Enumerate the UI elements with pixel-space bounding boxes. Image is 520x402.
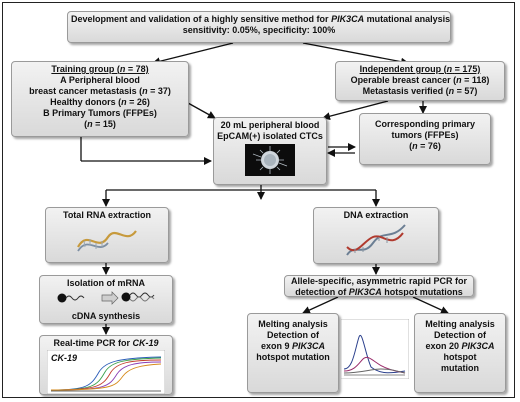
training-b-count: (	[84, 119, 88, 129]
dna-extraction-box: DNA extraction	[313, 207, 439, 264]
title-line1: Development and validation of a highly s…	[71, 14, 329, 24]
rna-label: Total RNA extraction	[62, 210, 151, 220]
arrow-independent-to-ctc	[322, 100, 389, 121]
rna-strand-icon	[77, 230, 137, 252]
primary-tumors-box: Corresponding primary tumors (FFPEs) (n …	[359, 113, 491, 165]
arrow-training-to-ctc	[187, 102, 216, 119]
dna-helix-icon	[346, 224, 406, 256]
melt20-line3: exon 20	[425, 341, 459, 351]
cdna-label: cDNA synthesis	[71, 311, 141, 321]
allele-specific-pcr-box: Allele-specific, asymmetric rapid PCR fo…	[284, 275, 474, 297]
pcr-amplification-curves-icon: CK-19	[46, 349, 166, 394]
melting-exon20-box: Melting analysis Detection of exon 20 PI…	[414, 313, 506, 393]
rna-extraction-box: Total RNA extraction	[45, 207, 169, 263]
allele-line2: detection of	[295, 287, 347, 297]
ctc-line2: EpCAM(+) isolated CTCs	[217, 131, 323, 141]
arrow-title-to-independent	[302, 42, 409, 66]
pcr-gene: CK-19	[132, 338, 159, 348]
title-line2: sensitivity: 0.05%, specificity: 100%	[182, 25, 336, 35]
melt20-line1: Melting analysis	[425, 319, 495, 329]
melt20-gene: PIK3CA	[461, 341, 495, 351]
arrow-allele-to-melt20	[412, 296, 449, 314]
title-gene: PIK3CA	[331, 14, 365, 24]
melt20-line5: mutation	[441, 363, 479, 373]
mrna-label: Isolation of mRNA	[67, 278, 145, 288]
melting-exon9-box: Melting analysis Detection of exon 9 PIK…	[247, 313, 339, 393]
melting-curves-icon	[341, 319, 409, 379]
pcr-box: Real-time PCR for CK-19 CK-19	[39, 335, 173, 395]
primary-count: (	[409, 141, 413, 151]
training-group-box: Training group (n = 78) A Peripheral blo…	[11, 61, 189, 137]
pcr-label: Real-time PCR for	[53, 338, 130, 348]
arrow-title-to-training	[152, 42, 234, 66]
connector-arrows	[80, 42, 449, 335]
independent-group-box: Independent group (n = 175) Operable bre…	[335, 61, 505, 101]
allele-line1: Allele-specific, asymmetric rapid PCR fo…	[290, 276, 468, 286]
independent-heading: Independent group (	[359, 64, 447, 74]
dna-label: DNA extraction	[343, 210, 409, 220]
independent-metastasis: Metastasis verified (	[362, 86, 449, 96]
independent-operable: Operable breast cancer (	[350, 75, 457, 85]
pcr-chart-label: CK-19	[51, 353, 77, 363]
mrna-cdna-schematic-icon	[57, 291, 155, 305]
primary-line2: tumors (FFPEs)	[391, 130, 459, 140]
melt9-line3: exon 9	[260, 341, 290, 351]
mrna-box: Isolation of mRNA cDNA synthesis	[39, 275, 173, 324]
melt9-line1: Melting analysis	[258, 319, 328, 329]
melt20-line2: Detection of	[433, 330, 486, 340]
melt9-gene: PIK3CA	[292, 341, 326, 351]
arrow-allele-to-melt9	[302, 296, 339, 314]
diagram-canvas: Development and validation of a highly s…	[2, 2, 515, 398]
training-a-line2: breast cancer metastasis (	[29, 86, 143, 96]
training-donors: Healthy donors (	[50, 97, 122, 107]
training-a-line1: A Peripheral blood	[60, 75, 140, 85]
allele-gene: PIK3CA	[348, 287, 382, 297]
melt9-line4: hotspot mutation	[256, 352, 330, 362]
training-heading: Training group (	[51, 64, 120, 74]
ctc-micrograph-icon	[245, 144, 295, 176]
melt20-line4: hotspot	[443, 352, 477, 362]
title-line1-tail: mutational analysis	[366, 14, 451, 24]
training-b-line: B Primary Tumors (FFPEs)	[43, 108, 157, 118]
primary-line1: Corresponding primary	[374, 119, 475, 129]
title-box: Development and validation of a highly s…	[67, 11, 451, 43]
ctc-box: 20 mL peripheral blood EpCAM(+) isolated…	[213, 117, 327, 185]
melt9-line2: Detection of	[266, 330, 319, 340]
ctc-line1: 20 mL peripheral blood	[220, 120, 320, 130]
